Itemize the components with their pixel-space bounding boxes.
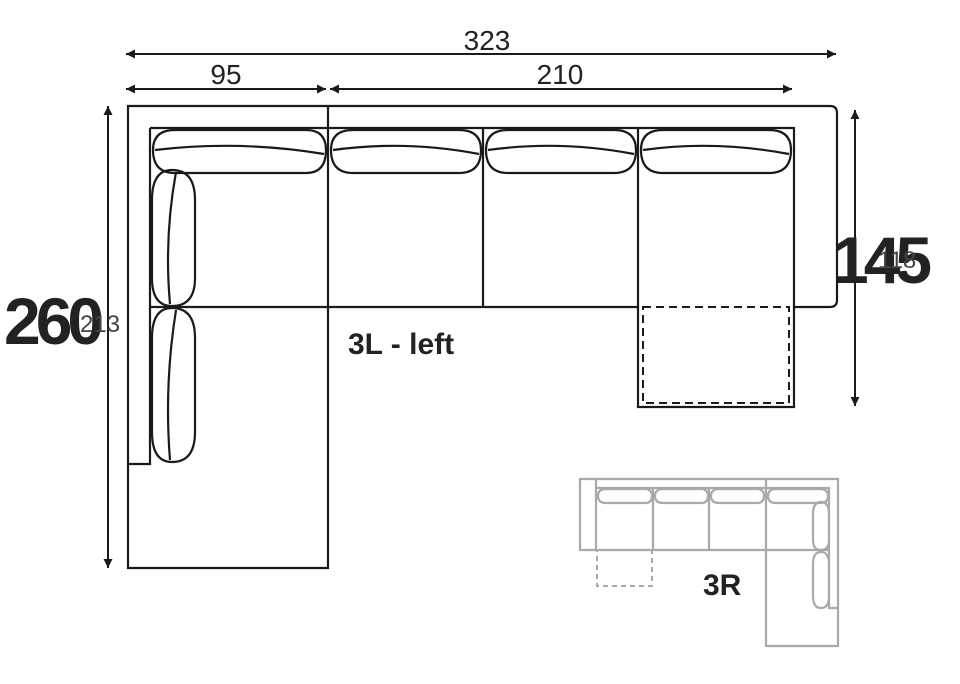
right-height-small-label: 118 (878, 247, 916, 274)
left-height-small-label: 213 (80, 311, 120, 338)
alt-sofa-outline (578, 477, 840, 648)
right-width-label: 210 (537, 59, 584, 90)
left-height-large-label: 260 (4, 284, 101, 358)
alt-sofa-cushions (596, 487, 831, 610)
total-width-label: 323 (464, 25, 511, 56)
dimension-lines (103, 49, 860, 568)
main-sofa-cushions (150, 128, 793, 464)
main-sofa-outline (126, 104, 839, 570)
main-variant-caption: 3L - left (348, 328, 454, 361)
left-width-label: 95 (210, 59, 241, 90)
right-height-large-label: 145 (832, 223, 930, 297)
alt-variant-caption: 3R (703, 569, 742, 602)
